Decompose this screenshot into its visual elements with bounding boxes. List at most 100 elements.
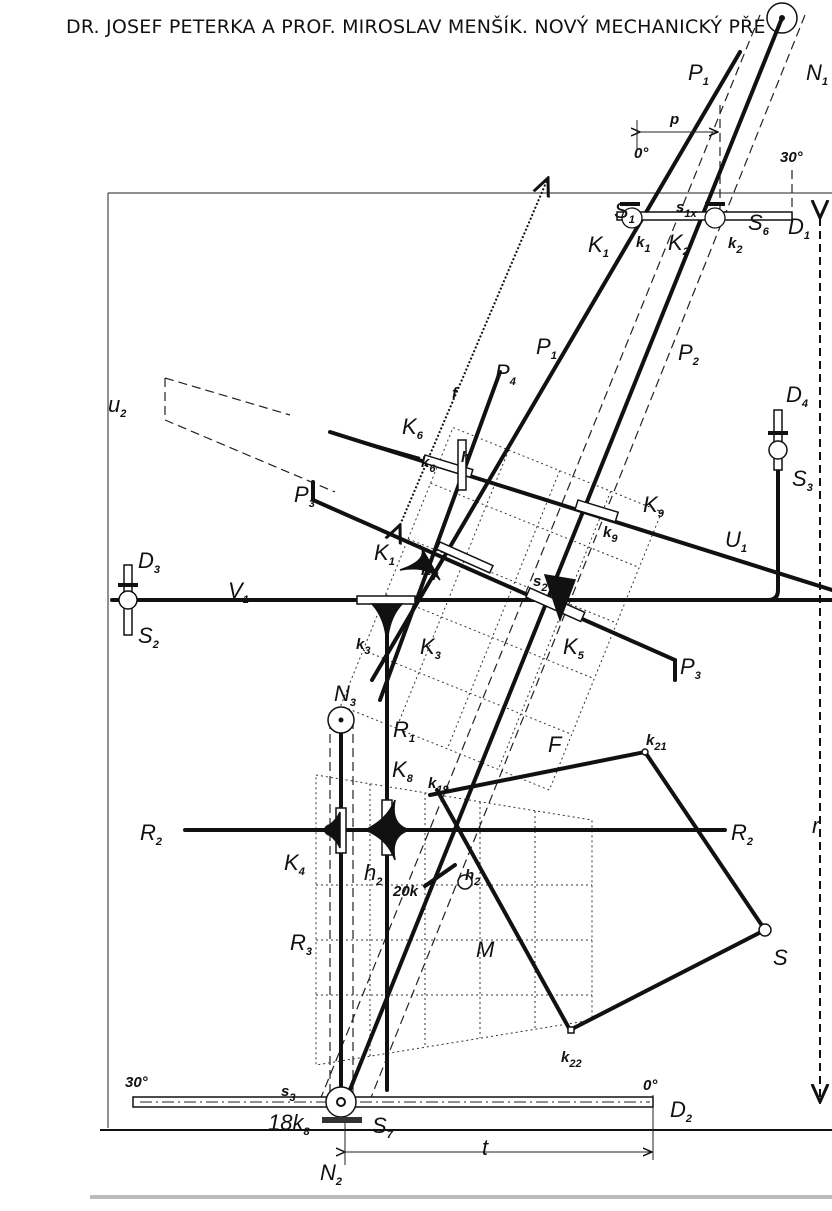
label-s1x: s1x <box>676 199 697 220</box>
label-f: f <box>452 385 459 402</box>
label-main: V <box>228 578 245 603</box>
rod-P3 <box>311 480 677 682</box>
label-h2: h2 <box>364 860 382 888</box>
label-main: k <box>428 775 437 792</box>
label-subscript: 2 <box>685 1113 692 1125</box>
label-subscript: 2 <box>155 836 162 848</box>
label-subscript: 21 <box>653 741 666 753</box>
label-s6: S6 <box>748 210 770 238</box>
label-main: P <box>678 340 693 365</box>
label-main: U <box>725 527 741 552</box>
label-subscript: 9 <box>611 533 618 545</box>
label-k9: k9 <box>603 524 618 545</box>
label-main: S <box>614 198 629 223</box>
label-main: S <box>773 945 788 970</box>
label-k22: k22 <box>561 1049 582 1070</box>
label-subscript: 2 <box>735 244 742 256</box>
label-main: P <box>536 334 551 359</box>
label-deg0-top: 0° <box>634 145 649 162</box>
label-subscript: 6 <box>417 430 424 442</box>
label-main: P <box>680 654 695 679</box>
label-main: r <box>812 813 821 838</box>
label-subscript: 1 <box>741 543 747 555</box>
label-main: k <box>421 454 430 471</box>
rail-D1 <box>616 202 793 229</box>
rod-P2 <box>343 16 784 1104</box>
label-main: 30° <box>780 149 804 166</box>
label-main: N <box>334 681 350 706</box>
label-main: 0° <box>643 1077 658 1094</box>
label-subscript: 1 <box>243 594 249 606</box>
label-k19: k19 <box>428 775 449 796</box>
rod-P1 <box>370 50 742 682</box>
label-main: D <box>138 548 154 573</box>
label-subscript: 22 <box>568 1058 581 1070</box>
label-subscript: 3 <box>309 498 315 510</box>
label-main: N <box>320 1160 336 1185</box>
label-subscript: 3 <box>807 482 813 494</box>
label-n2: N2 <box>320 1160 342 1188</box>
label-main: N <box>806 60 822 85</box>
label-main: h <box>364 860 376 885</box>
label-main: s <box>281 1083 289 1100</box>
label-subscript: 6 <box>763 226 770 238</box>
label-subscript: 1 <box>389 556 395 568</box>
label-main: K <box>563 634 579 659</box>
label-k6: K6 <box>402 414 424 442</box>
label-main: D <box>788 214 804 239</box>
label-n1: N1 <box>806 60 828 88</box>
label-main: k <box>646 732 655 749</box>
label-p3-right: P3 <box>680 654 701 682</box>
label-s: S <box>773 945 788 970</box>
label-subscript: 2 <box>540 582 547 594</box>
label-subscript: 1x <box>684 208 697 220</box>
label-p2: P2 <box>678 340 699 368</box>
label-main: f <box>452 385 459 402</box>
label-s2: S2 <box>138 623 159 651</box>
label-k1-top: K1 <box>588 232 609 260</box>
label-k1: k1 <box>636 234 650 255</box>
label-n3: N3 <box>334 681 356 709</box>
label-main: k <box>603 524 612 541</box>
label-k7: K7 <box>421 562 439 583</box>
label-d3: D3 <box>138 548 160 576</box>
label-subscript: 9 <box>658 508 665 520</box>
label-subscript: 3 <box>435 650 441 662</box>
label-k6: k6 <box>421 454 436 475</box>
label-d2: D2 <box>670 1097 692 1125</box>
label-main: K <box>421 562 433 579</box>
label-v1: V1 <box>228 578 249 606</box>
label-subscript: 1 <box>822 76 828 88</box>
label-main: S <box>748 210 763 235</box>
label-main: k <box>356 636 365 653</box>
label-subscript: 6 <box>429 463 436 475</box>
label-subscript: 8 <box>407 773 414 785</box>
dimension-arrows <box>345 120 820 1165</box>
u2-projection <box>164 377 336 493</box>
bearing-S3-D4 <box>768 409 788 471</box>
label-main: S <box>792 466 807 491</box>
label-subscript: 3 <box>695 670 701 682</box>
label-k1-mid: K1 <box>374 540 395 568</box>
label-t: t <box>482 1135 489 1160</box>
label-d4: D4 <box>786 382 808 410</box>
label-subscript: 4 <box>801 398 808 410</box>
label-subscript: 1 <box>703 76 709 88</box>
label-p3-left: P3 <box>294 482 315 510</box>
label-main: 20k <box>392 883 419 900</box>
label-subscript: 3 <box>289 1092 295 1104</box>
label-deg0-bottom: 0° <box>643 1077 658 1094</box>
label-main: k <box>561 1049 570 1066</box>
label-subscript: 3 <box>154 564 160 576</box>
label-subscript: 2 <box>119 408 126 420</box>
rod-D4 <box>766 428 780 602</box>
label-subscript: 4 <box>298 866 305 878</box>
label-main: 0° <box>634 145 649 162</box>
label-u1: U1 <box>725 527 747 555</box>
label-main: K <box>402 414 418 439</box>
label-k2: K2 <box>668 230 689 258</box>
label-main: S <box>138 623 153 648</box>
label-h: h <box>461 449 470 466</box>
label-subscript: 7 <box>432 571 439 583</box>
